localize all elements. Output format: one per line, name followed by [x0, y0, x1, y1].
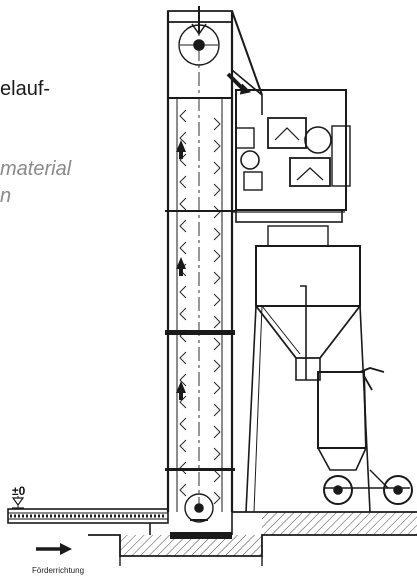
bucket-right [213, 117, 221, 131]
foundation [88, 511, 417, 566]
bucket-left [179, 175, 187, 189]
bucket-left [179, 395, 187, 409]
bucket-left [179, 483, 187, 497]
bucket-left [179, 373, 187, 387]
level-triangle-icon [11, 496, 25, 509]
bucket-right [213, 447, 221, 461]
head-pulley [178, 6, 220, 66]
arrow-right-icon [36, 543, 72, 555]
bucket-left [179, 439, 187, 453]
silo-hopper [245, 245, 371, 513]
italic-caption-line-2: n [0, 185, 12, 207]
bucket-right [213, 469, 221, 483]
bucket-right [213, 249, 221, 263]
bucket-left [179, 153, 187, 167]
elevator-buckets [179, 109, 221, 505]
bucket-left [179, 109, 187, 123]
bucket-left [179, 461, 187, 475]
bucket-right [213, 183, 221, 197]
boot-pulley [184, 493, 214, 523]
italic-caption-line-1: material [0, 158, 72, 180]
bucket-right [213, 491, 221, 505]
bucket-left [179, 351, 187, 365]
bucket-left [179, 307, 187, 321]
bucket-right [213, 139, 221, 153]
bucket-right [213, 161, 221, 175]
elevator-casing [165, 10, 263, 512]
bucket-right [213, 293, 221, 307]
bucket-left [179, 131, 187, 145]
drive-house [232, 89, 351, 247]
bucket-left [179, 329, 187, 343]
bucket-left [179, 417, 187, 431]
bucket-right [213, 271, 221, 285]
level-zero-label: ±0 [12, 484, 26, 498]
mobile-skip [317, 367, 413, 505]
bucket-right [213, 315, 221, 329]
bucket-left [179, 197, 187, 211]
bucket-right [213, 403, 221, 417]
bucket-left [179, 219, 187, 233]
bucket-left [179, 285, 187, 299]
bucket-right [213, 337, 221, 351]
conveying-direction-label: Förderrichtung [32, 566, 85, 575]
bucket-right [213, 227, 221, 241]
bucket-right [213, 205, 221, 219]
arrow-up-icon [176, 140, 186, 400]
feed-conveyor [7, 508, 169, 524]
bucket-right [213, 425, 221, 439]
bucket-left [179, 241, 187, 255]
bucket-right [213, 381, 221, 395]
bucket-right [213, 359, 221, 373]
heading-fragment: elauf- [0, 78, 51, 100]
